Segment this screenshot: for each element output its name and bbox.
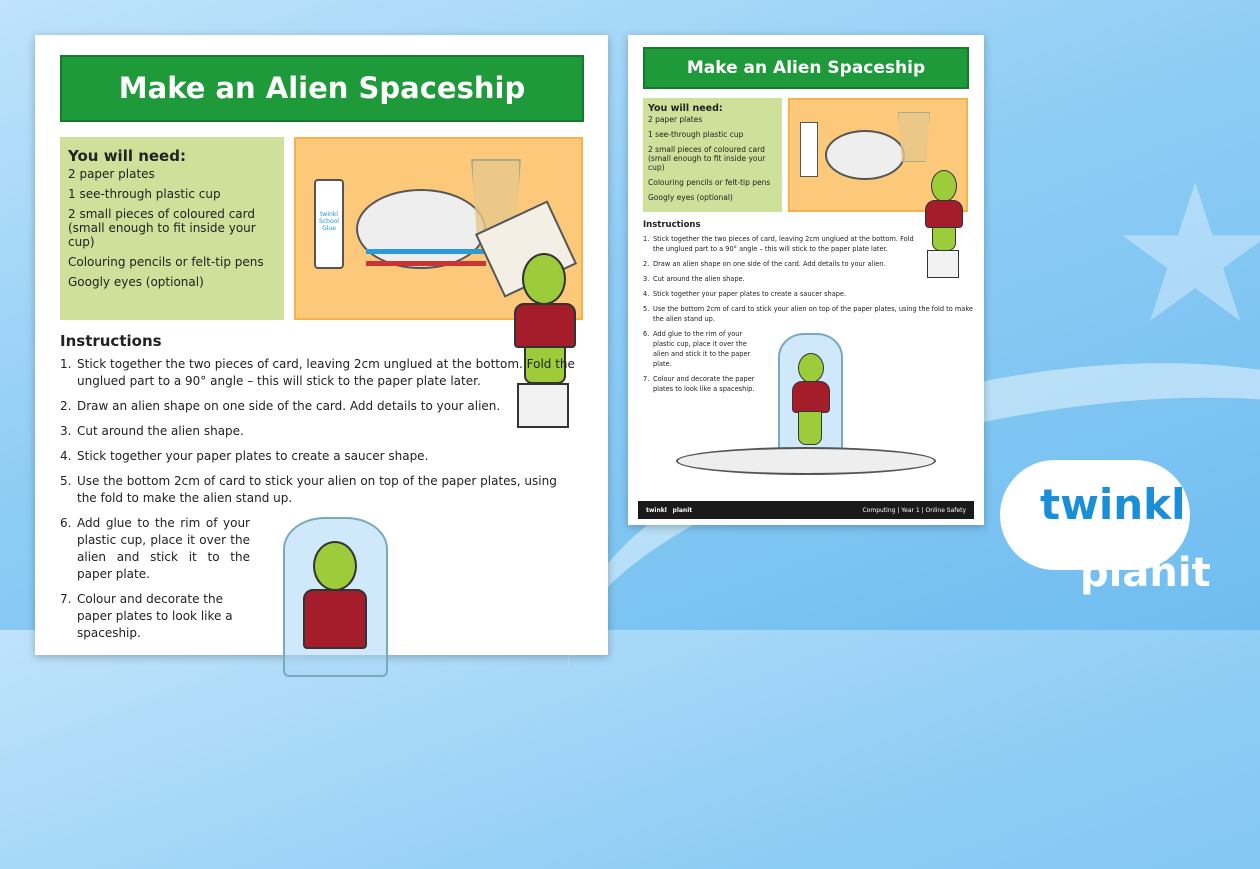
worksheet-page-small: Make an Alien Spaceship You will need: 2… [628,35,984,525]
footer-subject: Computing | Year 1 | Online Safety [862,506,967,514]
material-item: Colouring pencils or felt-tip pens [648,178,771,187]
materials-picture: twinkl School Glue [294,137,583,320]
page-title: Make an Alien Spaceship [643,47,969,89]
step-number: 2. [60,399,72,413]
step-number: 7. [60,592,72,606]
page-title: Make an Alien Spaceship [60,55,584,122]
plastic-cup [898,112,930,162]
material-item: Googly eyes (optional) [648,193,733,202]
star-icon: ★ [1110,144,1260,365]
alien-card-illustration [923,170,963,290]
instructions-heading: Instructions [60,332,162,350]
step-text: Draw an alien shape on one side of the c… [77,399,501,413]
material-item: 2 paper plates [68,167,155,181]
material-item: 2 small pieces of coloured card (small e… [68,207,256,249]
glue-bottle: twinkl School Glue [314,179,344,269]
material-item: 1 see-through plastic cup [648,130,744,139]
material-item: Googly eyes (optional) [68,275,204,289]
step-text: Stick together the two pieces of card, l… [653,235,914,253]
material-item: 1 see-through plastic cup [68,187,221,201]
glue-bottle [800,122,818,177]
logo-brand: twinkl [1040,480,1186,529]
logo-product: planit [1080,550,1211,596]
step-text: Stick together your paper plates to crea… [653,290,847,298]
step-text: Use the bottom 2cm of card to stick your… [653,305,973,323]
page-footer: twinkl planit Computing | Year 1 | Onlin… [638,501,974,519]
pen [366,261,486,266]
step-text: Stick together your paper plates to crea… [77,449,429,463]
twinkl-planit-logo: twinkl planit [1000,440,1211,620]
materials-box: You will need: 2 paper plates 1 see-thro… [60,137,284,320]
material-item: 2 small pieces of coloured card (small e… [648,145,766,172]
paper-plate [825,130,905,180]
step-number: 2. [643,260,650,268]
pen [366,249,486,254]
worksheet-page-large: Make an Alien Spaceship You will need: 2… [35,35,608,677]
materials-picture [788,98,968,212]
step-text: Stick together the two pieces of card, l… [77,357,575,388]
step-number: 5. [643,305,650,313]
alien-card-illustration [510,253,580,448]
paper-plate [356,189,486,269]
step-number: 3. [60,424,72,438]
materials-heading: You will need: [68,147,186,165]
step-text: Add glue to the rim of your plastic cup,… [653,330,751,368]
step-text: Add glue to the rim of your plastic cup,… [77,516,250,581]
instructions-section: Instructions 1.Stick together the two pi… [643,220,973,394]
step-number: 4. [643,290,650,298]
materials-heading: You will need: [648,103,723,114]
step-text: Cut around the alien shape. [653,275,745,283]
alien-in-cup-illustration [778,333,843,453]
material-item: 2 paper plates [648,115,703,124]
step-text: Cut around the alien shape. [77,424,244,438]
footer-brand: twinkl planit [646,506,693,514]
step-number: 1. [60,357,72,371]
step-number: 5. [60,474,72,488]
step-number: 7. [643,375,650,383]
step-number: 4. [60,449,72,463]
instructions-heading: Instructions [643,220,701,230]
alien-in-cup-illustration [283,517,388,677]
step-text: Colour and decorate the paper plates to … [653,375,755,393]
step-number: 6. [643,330,650,338]
step-number: 6. [60,516,72,530]
step-text: Colour and decorate the paper plates to … [77,592,233,640]
step-number: 3. [643,275,650,283]
saucer-plate [676,447,936,475]
materials-box: You will need: 2 paper plates 1 see-thro… [643,98,782,212]
step-text: Use the bottom 2cm of card to stick your… [77,474,557,505]
material-item: Colouring pencils or felt-tip pens [68,255,264,269]
instructions-section: Instructions 1. Stick together the two pi… [60,333,590,642]
step-number: 1. [643,235,650,243]
step-text: Draw an alien shape on one side of the c… [653,260,886,268]
